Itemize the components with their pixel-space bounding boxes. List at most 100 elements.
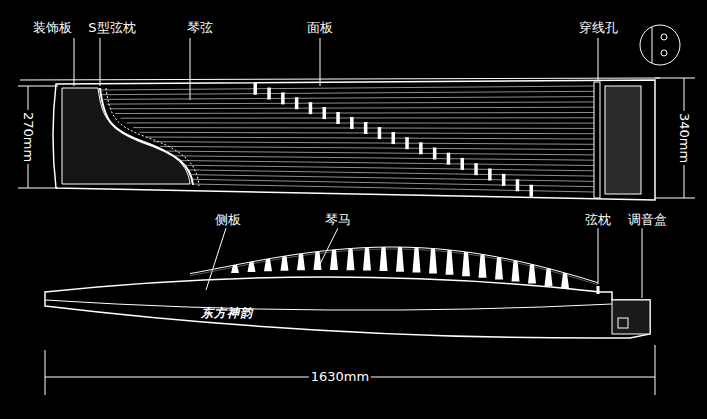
leader-line: [598, 38, 599, 80]
dimension-label: 1630mm: [309, 369, 371, 385]
side-tuning-box: [612, 300, 650, 334]
bridge: [392, 132, 396, 144]
dimension-line: [655, 198, 695, 199]
bridge: [364, 122, 368, 134]
side-strings: [190, 247, 598, 283]
bridge: [528, 264, 536, 283]
bridge: [264, 259, 272, 271]
string: [186, 170, 594, 176]
dimension-line: [655, 345, 656, 395]
bridge: [413, 248, 421, 273]
bridge: [309, 102, 313, 114]
leader-line: [100, 38, 101, 86]
hole: [661, 50, 667, 56]
string: [183, 165, 594, 171]
string: [133, 127, 594, 129]
bridge: [248, 262, 256, 272]
bridge: [231, 265, 239, 273]
part-label: 面板: [305, 20, 335, 36]
bridge: [479, 254, 487, 277]
string: [160, 146, 594, 149]
string: [101, 86, 594, 90]
bridge: [429, 249, 437, 274]
hole: [661, 34, 667, 40]
bridge: [295, 97, 299, 109]
string: [147, 137, 595, 139]
part-label: 琴马: [323, 212, 353, 228]
top-body-outline: [20, 78, 660, 80]
leader-line: [642, 228, 643, 298]
part-label: 穿线孔: [577, 20, 620, 36]
leader-line: [598, 228, 599, 284]
bridge: [419, 142, 423, 154]
s-bridge: [100, 88, 193, 185]
part-label: 调音盒: [626, 212, 669, 228]
part-label: 琴弦: [185, 20, 215, 36]
hole-detail-line: [652, 27, 653, 63]
bridge: [433, 147, 437, 159]
dimension-line: [18, 188, 58, 189]
bridge: [502, 174, 506, 186]
part-label: 装饰板: [31, 20, 74, 36]
string: [121, 117, 594, 118]
string: [107, 102, 594, 104]
dimension-label: 270mm: [20, 110, 36, 164]
string: [127, 122, 594, 123]
bridge: [512, 261, 520, 282]
bridge: [461, 158, 465, 170]
bridge: [363, 248, 371, 271]
string: [178, 161, 594, 166]
string: [104, 97, 594, 100]
dimension-line: [655, 78, 695, 79]
bridge: [378, 127, 382, 139]
string: [191, 179, 594, 186]
part-label: S型弦枕: [86, 20, 137, 36]
bridge: [281, 92, 285, 104]
string: [115, 113, 594, 114]
bridge: [380, 247, 388, 271]
bridge: [347, 248, 355, 270]
bridge: [530, 185, 534, 197]
leader-line: [74, 38, 75, 86]
bridge: [323, 107, 327, 119]
watermark: 东方神韵: [199, 306, 255, 320]
bridge: [561, 273, 569, 288]
bridge: [350, 117, 354, 129]
side-strings: [190, 249, 598, 285]
bridge: [545, 269, 553, 286]
leader-line: [190, 38, 191, 100]
string: [110, 107, 594, 109]
string: [153, 142, 594, 145]
leader-line: [320, 38, 321, 86]
side-tuning-knob: [618, 318, 628, 328]
dimension-label: 340mm: [676, 111, 692, 165]
bridge: [336, 112, 340, 124]
dimension-line: [18, 86, 58, 87]
side-nut: [597, 286, 600, 294]
bridge: [488, 169, 492, 181]
leader-line: [206, 228, 226, 290]
bridge: [474, 163, 478, 175]
bridge: [396, 247, 404, 272]
bridge: [495, 257, 503, 279]
bridge: [297, 254, 305, 271]
bridge: [516, 179, 520, 191]
bridge: [446, 250, 454, 275]
side-board: [45, 300, 612, 310]
bridge: [254, 83, 258, 95]
bridge: [330, 250, 338, 270]
string: [166, 151, 594, 155]
part-label: 侧板: [213, 212, 243, 228]
bridge: [314, 252, 322, 270]
right-nut: [594, 82, 600, 198]
dimension-line: [45, 350, 46, 395]
side-body: [45, 277, 650, 338]
part-label: 弦枕: [583, 212, 613, 228]
bridge: [462, 252, 470, 276]
bridge: [267, 88, 271, 100]
decoration-board: [62, 88, 190, 184]
tuning-box: [605, 86, 641, 194]
string: [192, 184, 594, 192]
